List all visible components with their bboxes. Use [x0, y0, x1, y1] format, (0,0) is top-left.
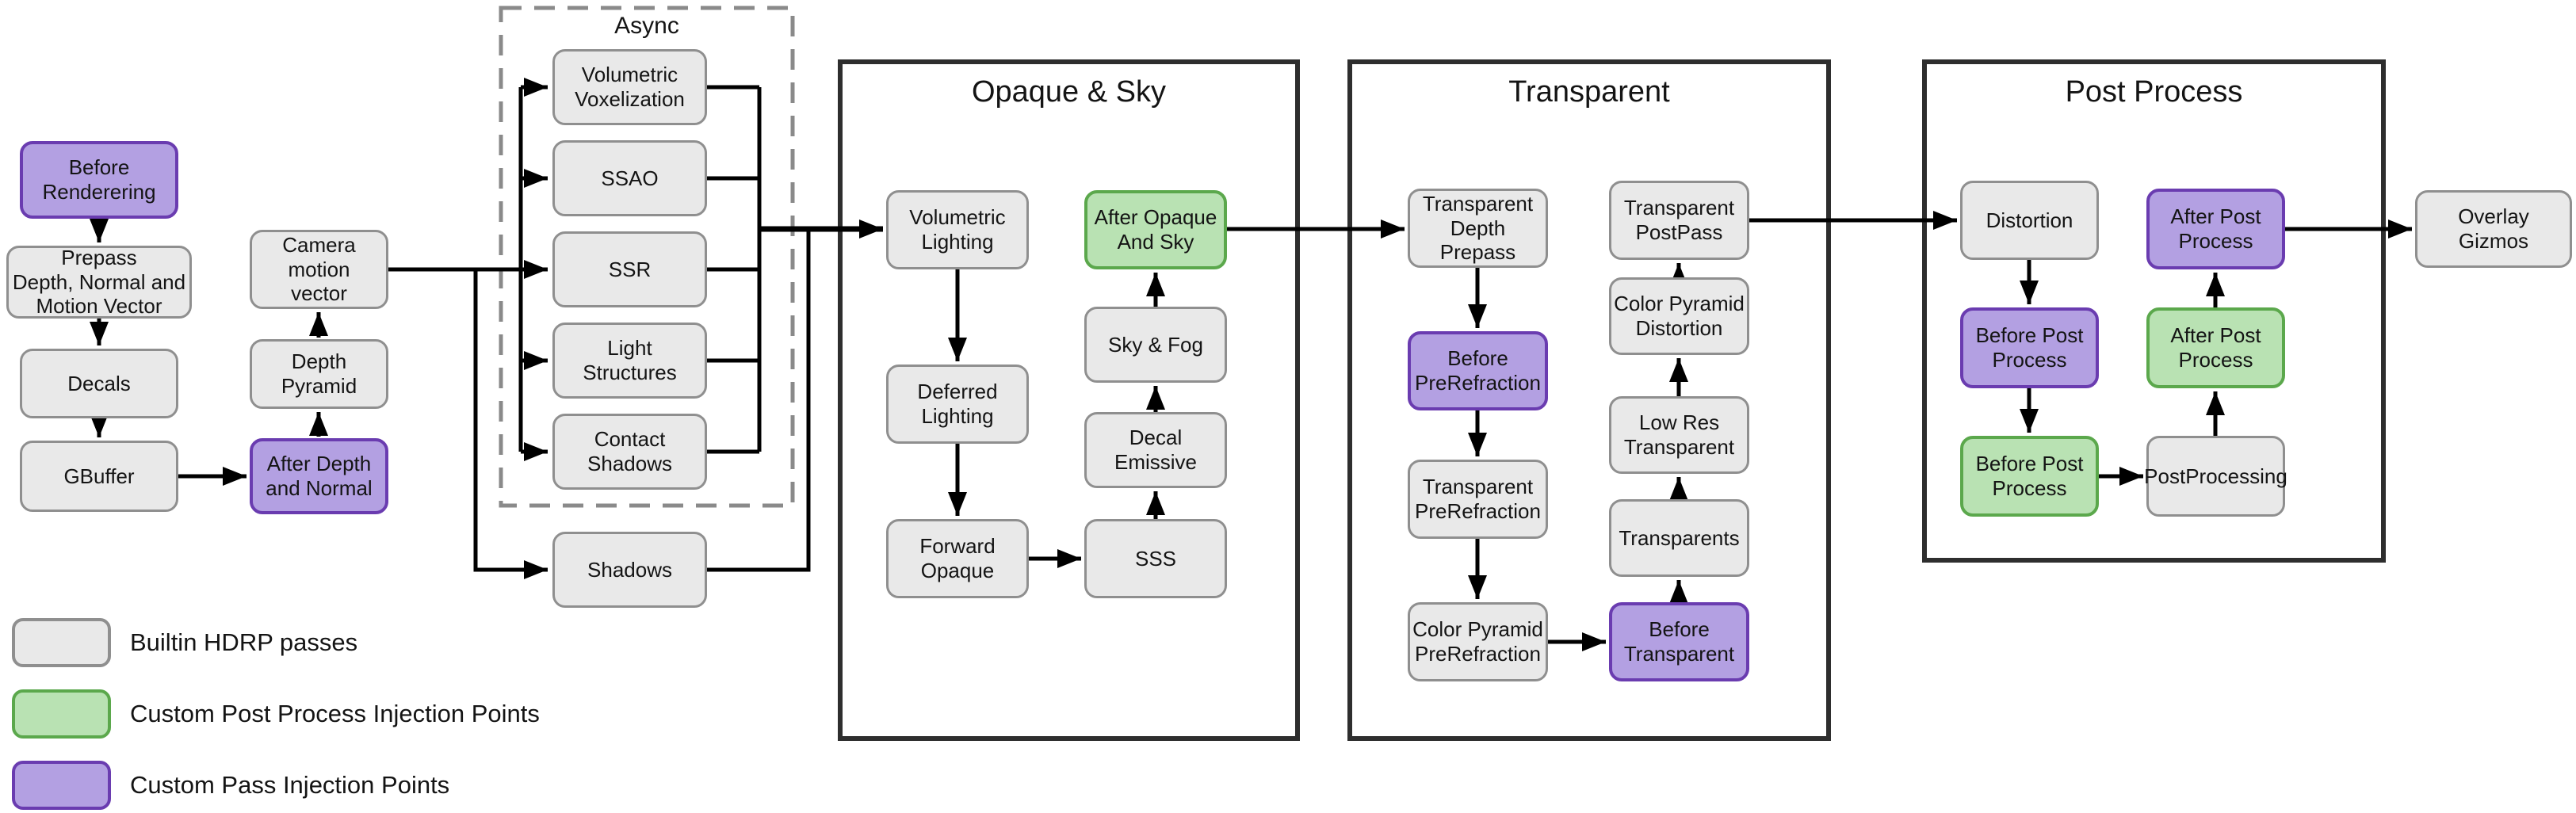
node-overlay-gizmos: Overlay Gizmos: [2415, 190, 2572, 268]
node-decals: Decals: [20, 349, 178, 418]
node-ssr: SSR: [552, 231, 707, 307]
node-transparent-prerefraction: Transparent PreRefraction: [1408, 460, 1548, 539]
group-opaque-and-sky: [838, 59, 1300, 741]
node-volumetric-voxelization: Volumetric Voxelization: [552, 49, 707, 125]
node-before-transparent: Before Transparent: [1609, 602, 1749, 681]
node-prepass: Prepass Depth, Normal and Motion Vector: [6, 246, 192, 319]
opaque-and-sky-title: Opaque & Sky: [971, 75, 1167, 109]
legend-swatch-custom_pass: [12, 761, 111, 810]
line-shadows-merge: [707, 229, 811, 572]
node-forward-opaque: Forward Opaque: [886, 519, 1029, 598]
async-group-title: Async: [614, 13, 679, 39]
legend-item-custom_pass: Custom Pass Injection Points: [12, 761, 449, 810]
node-after-opaque-and-sky: After Opaque And Sky: [1084, 190, 1227, 269]
node-distortion: Distortion: [1960, 181, 2099, 260]
node-depth-pyramid: Depth Pyramid: [250, 339, 388, 409]
node-light-structures: Light Structures: [552, 323, 707, 399]
node-sky-and-fog: Sky & Fog: [1084, 307, 1227, 383]
group-transparent: [1347, 59, 1831, 741]
node-before-post-process-pass: Before Post Process: [1960, 307, 2099, 388]
node-color-pyramid-prerefraction: Color Pyramid PreRefraction: [1408, 602, 1548, 681]
node-sss: SSS: [1084, 519, 1227, 598]
node-after-post-process-pass: After Post Process: [2146, 189, 2285, 269]
node-postprocessing: PostProcessing: [2144, 436, 2287, 517]
node-color-pyramid-distortion: Color Pyramid Distortion: [1609, 277, 1749, 355]
legend-label: Custom Post Process Injection Points: [130, 700, 540, 727]
node-transparent-postpass: Transparent PostPass: [1609, 181, 1749, 260]
node-after-post-process-post: After Post Process: [2146, 307, 2285, 388]
post-process-title: Post Process: [2065, 75, 2243, 109]
group-post-process: [1922, 59, 2386, 563]
node-transparents: Transparents: [1609, 499, 1749, 577]
node-volumetric-lighting: Volumetric Lighting: [886, 190, 1029, 269]
transparent-title: Transparent: [1508, 75, 1670, 109]
node-gbuffer: GBuffer: [20, 441, 178, 512]
legend-swatch-custom_post: [12, 689, 111, 739]
node-camera-motion-vector: Camera motion vector: [250, 230, 388, 309]
legend-item-builtin: Builtin HDRP passes: [12, 618, 357, 667]
async-group-outline: [499, 6, 795, 508]
legend-label: Builtin HDRP passes: [130, 628, 358, 656]
node-before-prerefraction: Before PreRefraction: [1408, 331, 1548, 410]
node-transparent-depth-prepass: Transparent Depth Prepass: [1408, 189, 1548, 268]
legend-swatch-builtin: [12, 618, 111, 667]
node-decal-emissive: Decal Emissive: [1084, 412, 1227, 488]
node-before-post-process-post: Before Post Process: [1960, 436, 2099, 517]
node-shadows: Shadows: [552, 532, 707, 608]
legend-label: Custom Pass Injection Points: [130, 771, 450, 799]
node-after-depth-and-normal: After Depth and Normal: [250, 438, 388, 514]
node-low-res-transparent: Low Res Transparent: [1609, 396, 1749, 474]
node-contact-shadows: Contact Shadows: [552, 414, 707, 490]
node-before-rendering: Before Renderering: [20, 141, 178, 219]
node-ssao: SSAO: [552, 140, 707, 216]
arrow-to-shadows: [473, 269, 548, 579]
node-deferred-lighting: Deferred Lighting: [886, 365, 1029, 444]
legend-item-custom_post: Custom Post Process Injection Points: [12, 689, 540, 739]
